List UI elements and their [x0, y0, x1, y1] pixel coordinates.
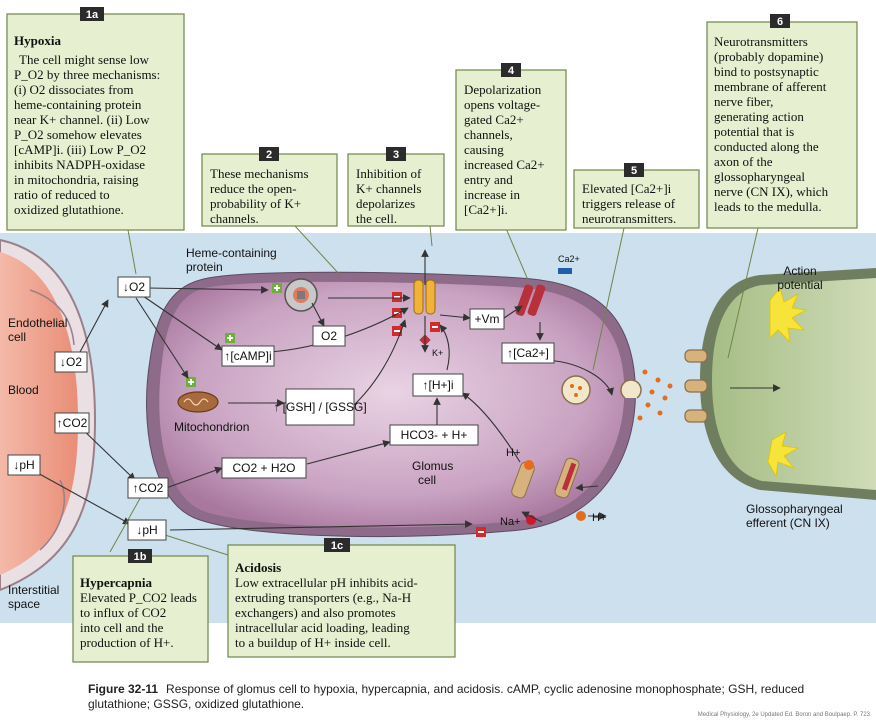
callout-5: 5 Elevated [Ca2+]i triggers release of n…: [573, 163, 700, 229]
co2-h2o: CO2 + H2O: [232, 461, 295, 475]
state-box-labels: ↓O2 ↓O2 ↑CO2 ↓pH ↑CO2 ↓pH O2 ↑[cAMP]i ↑ …: [13, 280, 549, 537]
mitochondrion-label: Mitochondrion: [174, 420, 249, 434]
callout-1c-text: Low extracellular pH inhibits acid- extr…: [235, 575, 421, 650]
callout-2-text: These mechanisms reduce the open- probab…: [210, 166, 312, 226]
callout-1b: 1b Hypercapnia Elevated P_CO2 leads to i…: [72, 549, 209, 663]
callout-3-text: Inhibition of K+ channels depolarizes th…: [356, 166, 425, 226]
h-out-label: H+: [592, 512, 606, 524]
figure-caption-text: Response of glomus cell to hypoxia, hype…: [88, 682, 805, 711]
plus-marks: [188, 285, 280, 385]
k-channel: [413, 279, 436, 315]
blood-vessel: [0, 238, 97, 592]
callout-1c-number: 1c: [331, 540, 343, 552]
minus-marks: [394, 296, 484, 533]
na-label: Na+: [500, 516, 521, 528]
callout-1b-text: Elevated P_CO2 leads to influx of CO2 in…: [80, 590, 200, 650]
pathway-arrows: [24, 249, 781, 531]
h-pump: [554, 457, 580, 499]
callout-4: 4 Depolarization opens voltage- gated Ca…: [455, 63, 567, 231]
callout-2: 2 These mechanisms reduce the open- prob…: [201, 147, 338, 227]
source-credit: Medical Physiology, 2e Updated Ed. Boron…: [697, 712, 870, 718]
co2-high-blood: ↑CO2: [57, 416, 88, 430]
k-ion-label: K+: [432, 348, 443, 358]
o2-inside: O2: [321, 329, 337, 343]
callout-1c-title: Acidosis: [235, 560, 281, 575]
callout-3-number: 3: [393, 149, 399, 161]
callout-1a: 1a Hypoxia The cell might sense low P_O2…: [6, 7, 185, 231]
callout-pointers: [109, 225, 759, 556]
callout-4-number: 4: [508, 65, 515, 77]
callout-1a-number: 1a: [86, 9, 99, 21]
figure-number: Figure 32-11: [88, 682, 159, 696]
h-ion-out: [576, 511, 586, 521]
ca-top-label: Ca2+: [558, 254, 580, 264]
callout-3: 3 Inhibition of K+ channels depolarizes …: [347, 147, 445, 227]
ph-low-blood: ↓pH: [13, 458, 34, 472]
h-intracellular: ↑[H+]i: [422, 378, 453, 392]
heme-protein: [284, 278, 318, 312]
vm: +Vm: [474, 312, 499, 326]
callout-5-number: 5: [631, 165, 637, 177]
o2-low-blood: ↓O2: [60, 355, 82, 369]
gsh-ratio: ↑ [GSH] / [GSSG]: [273, 400, 366, 414]
blood-label: Blood: [8, 383, 39, 397]
callout-1b-number: 1b: [134, 551, 147, 563]
h-ion-in: [524, 460, 534, 470]
callout-6-text: Neurotransmitters (probably dopamine) bi…: [714, 34, 831, 214]
callout-1a-title: Hypoxia: [14, 33, 61, 48]
mitochondrion: [177, 391, 219, 413]
synapse: [561, 349, 708, 423]
hco3-h: HCO3- + H+: [401, 428, 468, 442]
state-boxes: [7, 276, 555, 541]
callout-5-text: Elevated [Ca2+]i triggers release of neu…: [582, 181, 678, 226]
h-in-label: H+: [506, 447, 520, 459]
callout-1b-title: Hypercapnia: [80, 575, 152, 590]
callout-6: 6 Neurotransmitters (probably dopamine) …: [706, 14, 858, 229]
callout-2-number: 2: [266, 149, 272, 161]
callout-1a-text: The cell might sense low P_O2 by three m…: [14, 52, 163, 217]
o2-low-top: ↓O2: [123, 280, 145, 294]
ph-low-inter: ↓pH: [136, 523, 157, 537]
camp: ↑[cAMP]i: [224, 349, 271, 363]
nerve-terminal: [700, 268, 876, 500]
ca-intracellular: ↑[Ca2+]: [507, 346, 549, 360]
callout-4-text: Depolarization opens voltage- gated Ca2+…: [464, 82, 548, 217]
co2-high-inter: ↑CO2: [133, 481, 164, 495]
callout-6-number: 6: [777, 16, 783, 28]
callout-1c: 1c Acidosis Low extracellular pH inhibit…: [227, 538, 456, 658]
